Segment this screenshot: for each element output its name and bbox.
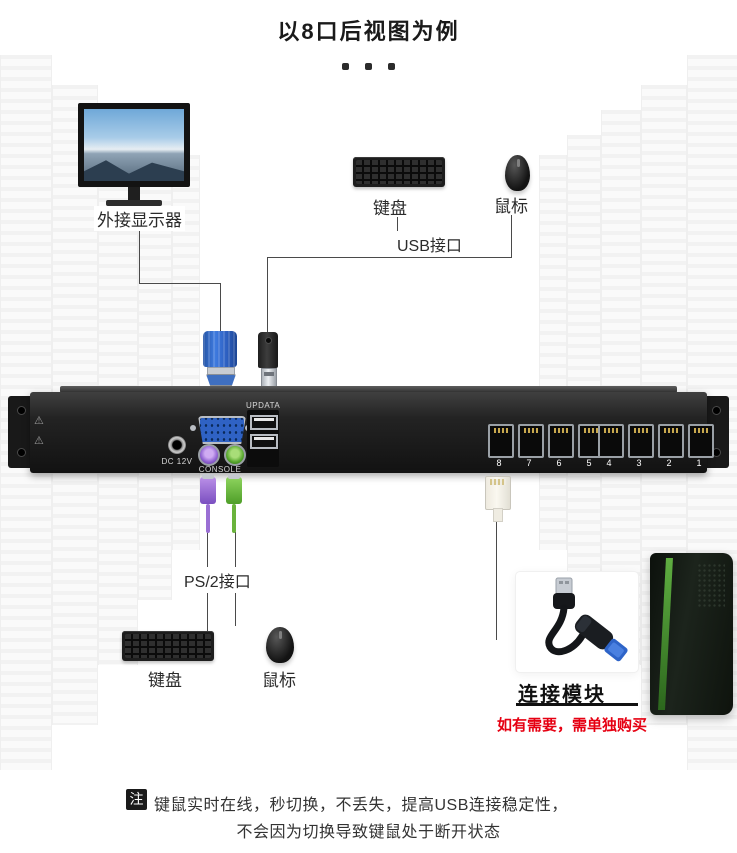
- device-top-edge: [60, 386, 677, 393]
- port-numbers-right: 4 3 2 1: [596, 458, 712, 468]
- ps2-keyboard-port: [198, 444, 220, 466]
- connector-line: [267, 257, 268, 334]
- rj45-port: [488, 424, 514, 458]
- rj45-port: [548, 424, 574, 458]
- monitor-label: 外接显示器: [94, 206, 185, 231]
- background-rack: [539, 155, 567, 550]
- rack-ear-left: [8, 396, 34, 468]
- background-rack: [567, 135, 601, 600]
- usb-port: [250, 415, 278, 430]
- screw-hole: [17, 406, 26, 415]
- connector-line: [267, 257, 512, 258]
- port-number: 7: [526, 458, 532, 468]
- vga-screw-post: [190, 425, 196, 431]
- note-tag: 注: [126, 789, 147, 810]
- updata-label: UPDATA: [246, 401, 281, 410]
- note-line2: 不会因为切换导致键鼠处于断开状态: [236, 824, 501, 841]
- ps2-purple-plug-icon: [200, 474, 216, 504]
- port-number: 8: [496, 458, 502, 468]
- note-line1: 键鼠实时在线，秒切换，不丢失，提高USB连接稳定性，: [154, 797, 568, 814]
- connector-line: [496, 518, 497, 640]
- keyboard-top-label: 键盘: [373, 199, 407, 218]
- decorative-dots-icon: [0, 57, 737, 75]
- mouse-top-label: 鼠标: [494, 197, 528, 216]
- connector-line: [511, 215, 512, 258]
- ps2-green-plug-icon: [226, 474, 242, 504]
- usb-port: [250, 434, 278, 449]
- connection-module-icon: [545, 577, 628, 662]
- rj45-port-group-left: [488, 424, 604, 458]
- usb-port-label: USB接口: [392, 231, 467, 257]
- connection-module-card: [516, 572, 638, 672]
- module-underline: [516, 703, 638, 706]
- keyboard-icon: [353, 157, 445, 187]
- module-label: 连接模块: [518, 684, 606, 706]
- rj45-port: [598, 424, 624, 458]
- screw-hole: [17, 448, 26, 457]
- dc-label: DC 12V: [161, 457, 193, 466]
- warning-icon: ⚠: [34, 415, 44, 427]
- rj45-port: [518, 424, 544, 458]
- rj45-port: [628, 424, 654, 458]
- connector-line: [139, 229, 140, 283]
- monitor-icon: [78, 103, 190, 187]
- rj45-port: [688, 424, 714, 458]
- page-title: 以8口后视图为例: [277, 19, 460, 44]
- tower-vents: [697, 563, 725, 607]
- usb-connector-tip: [261, 368, 277, 387]
- port-number: 2: [666, 458, 672, 468]
- keyboard-bottom-label: 键盘: [148, 671, 182, 690]
- port-number: 5: [586, 458, 592, 468]
- port-number: 3: [636, 458, 642, 468]
- monitor-base: [106, 200, 162, 206]
- port-numbers-left: 8 7 6 5: [486, 458, 602, 468]
- rj45-plug-icon: [485, 476, 511, 510]
- port-number: 1: [696, 458, 702, 468]
- mouse-icon: [266, 627, 294, 663]
- monitor-stand: [128, 187, 140, 200]
- mouse-icon: [505, 155, 530, 191]
- rj45-port-group-right: [598, 424, 714, 458]
- connector-line: [220, 283, 221, 333]
- screw-hole: [712, 406, 721, 415]
- usb-ports: [247, 410, 279, 467]
- ps2-port-label: PS/2接口: [179, 567, 256, 593]
- ps2-mouse-port: [224, 444, 246, 466]
- tower-accent-stripe: [658, 558, 673, 710]
- module-purchase-note: 如有需要，需单独购买: [497, 717, 648, 734]
- port-number: 6: [556, 458, 562, 468]
- tower-pc-icon: [650, 553, 733, 715]
- vga-connector-face: [206, 374, 236, 386]
- ps2-green-cable: [232, 504, 236, 533]
- rj45-port: [658, 424, 684, 458]
- dc-power-jack: [168, 436, 186, 454]
- rj45-cable: [493, 508, 503, 522]
- port-number: 4: [606, 458, 612, 468]
- ps2-purple-cable: [206, 504, 210, 533]
- keyboard-icon: [122, 631, 214, 661]
- usb-connector-icon: [258, 332, 278, 368]
- vga-connector-collar: [207, 367, 235, 375]
- connector-line: [139, 283, 221, 284]
- vga-connector-icon: [203, 331, 237, 367]
- warning-icon: ⚠: [34, 435, 44, 447]
- console-label: CONSOLE: [198, 465, 242, 474]
- vga-port: [198, 416, 246, 444]
- mouse-bottom-label: 鼠标: [262, 671, 296, 690]
